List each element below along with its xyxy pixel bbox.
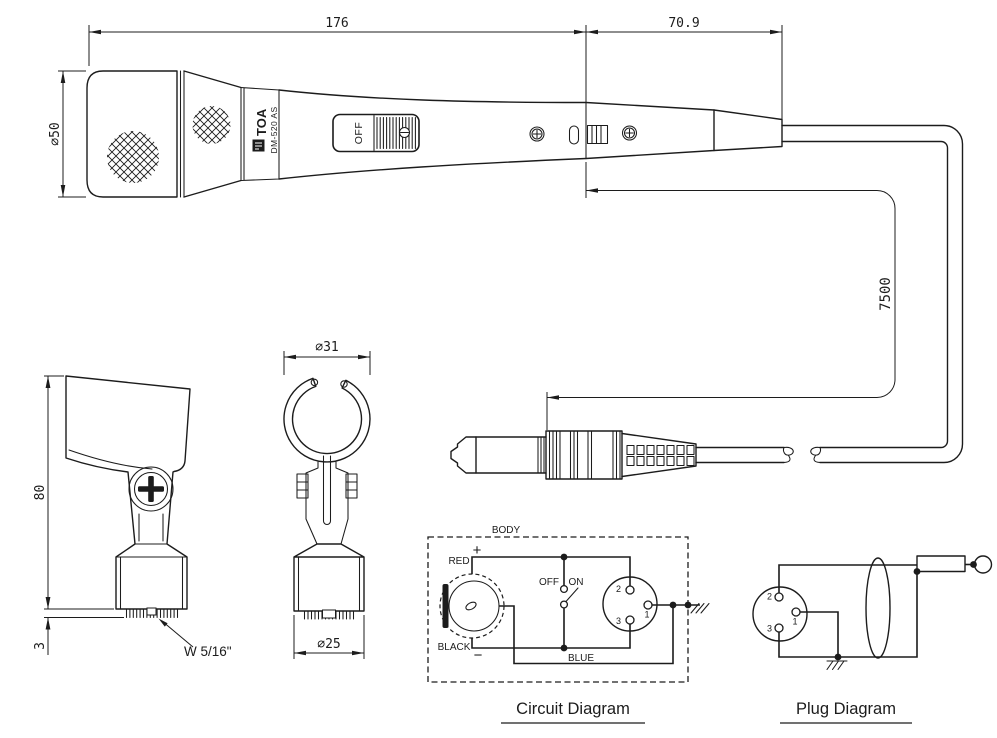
capsule-circle xyxy=(448,580,500,632)
holder-yoke-nuts xyxy=(296,473,358,499)
plug-pin2-label: 2 xyxy=(767,592,772,602)
circuit-xlr-connector: 2 1 3 xyxy=(602,576,658,632)
circuit-ground-icon xyxy=(690,602,710,614)
circuit-body-box xyxy=(427,536,689,683)
plug-cable xyxy=(695,446,785,464)
dim-body-length: 176 xyxy=(325,16,348,31)
dimension-base-diameter: ∅25 xyxy=(293,615,365,659)
mic-power-switch: OFF xyxy=(332,113,420,153)
circuit-minus: − xyxy=(474,647,483,664)
thread-spec-callout: W 5/16" xyxy=(158,618,232,659)
dimension-head-diameter: ∅50 xyxy=(48,70,86,198)
plug-shaft xyxy=(475,436,547,474)
holder-yoke xyxy=(305,461,349,545)
mic-model-text: DM-520 AS xyxy=(269,106,279,153)
capsule-coil xyxy=(465,601,477,611)
capsule-diaphragm xyxy=(442,584,449,628)
holder-clip-ring xyxy=(283,377,371,463)
circuit-diagram-title: Circuit Diagram xyxy=(516,700,630,718)
mic-taper xyxy=(183,70,242,198)
plug-pin1-label: 1 xyxy=(792,617,797,627)
dim-cable-length: 7500 xyxy=(878,277,894,311)
mic-end-cap xyxy=(713,109,783,152)
holder-screw-cross-v xyxy=(148,476,154,502)
wire-shield xyxy=(499,605,674,665)
plug-pin3-label: 3 xyxy=(767,624,772,634)
dimension-cable-length: 7500 xyxy=(546,162,896,430)
dim-holder-thread-height: 3 xyxy=(33,642,48,650)
plug-tip xyxy=(450,436,477,474)
plug-body xyxy=(545,430,623,480)
mic-handle xyxy=(278,89,587,180)
holder-fork-slot xyxy=(322,455,332,526)
plug-symbol-tip xyxy=(973,555,993,574)
plug-wire-shield xyxy=(800,611,839,657)
plug-insulator xyxy=(537,436,545,474)
mic-cable xyxy=(781,124,964,464)
circuit-plus: + xyxy=(473,542,482,559)
mic-head-outline xyxy=(86,70,178,198)
cable-shield-loop xyxy=(865,557,891,659)
cable-break-right xyxy=(810,446,822,464)
holder-front-thread-tab xyxy=(322,609,336,619)
connector-screw xyxy=(621,125,638,141)
mic-handle-screw xyxy=(529,126,545,142)
circuit-off-label: OFF xyxy=(539,577,559,588)
plug-body-ridges xyxy=(548,430,621,480)
circuit-body-label: BODY xyxy=(492,525,521,536)
circuit-pin2-label: 2 xyxy=(616,584,621,594)
dimension-holder-height: 80 3 xyxy=(33,375,124,655)
dim-base-diameter: ∅25 xyxy=(317,637,340,652)
circuit-black-label: BLACK xyxy=(438,642,471,653)
circuit-diagram: BODY + RED BLACK − BLUE OFF ON xyxy=(427,525,710,724)
holder-screw-boss xyxy=(128,466,174,512)
toa-logo-glyph xyxy=(255,142,262,150)
wire-blue xyxy=(471,624,631,649)
circuit-blue-label: BLUE xyxy=(568,653,594,664)
circuit-pin3-label: 3 xyxy=(616,616,621,626)
plug-ground-icon xyxy=(826,660,848,671)
plug-wire-hot xyxy=(778,564,917,593)
cable-break-left xyxy=(782,446,794,464)
circuit-pin1-label: 1 xyxy=(644,610,649,620)
thread-spec-label: W 5/16" xyxy=(184,644,232,659)
plug-xlr-connector: 2 1 3 xyxy=(752,586,808,642)
plug-wire-sleeve xyxy=(778,571,918,658)
mic-connector-module xyxy=(585,101,715,160)
connector-slide-switch xyxy=(586,124,609,145)
dim-connector-length: 70.9 xyxy=(668,16,699,31)
microphone-top-view: TOA DM-520 AS OFF xyxy=(86,70,783,198)
plug-diagram: 2 1 3 Plug Diagram xyxy=(752,555,993,724)
holder-side-thread-tab xyxy=(146,607,157,616)
mic-label-band xyxy=(240,86,280,182)
holder-side-outline xyxy=(65,375,191,610)
plug-symbol-body xyxy=(916,555,966,573)
circuit-on-label: ON xyxy=(569,577,584,588)
holder-front-view xyxy=(283,377,371,620)
mic-grille-hatch-front xyxy=(107,131,159,183)
holder-side-view xyxy=(65,375,191,619)
strain-relief-grid xyxy=(626,444,695,467)
dimension-clip-diameter: ∅31 xyxy=(283,340,371,375)
circuit-switch: OFF ON xyxy=(539,557,584,648)
mic-head-seam xyxy=(179,70,185,198)
capsule-dashed-circle xyxy=(439,573,505,639)
wire-red xyxy=(471,556,631,586)
mic-brand-text: TOA xyxy=(254,108,269,136)
dim-clip-diameter: ∅31 xyxy=(315,340,338,355)
dimension-mic-lengths: 176 70.9 xyxy=(88,16,783,159)
switch-off-text: OFF xyxy=(353,122,365,145)
phone-plug xyxy=(450,430,794,480)
mic-latch xyxy=(568,125,580,145)
mic-grille-hatch-side xyxy=(192,106,231,144)
holder-front-base xyxy=(293,543,365,612)
dim-head-diameter: ∅50 xyxy=(48,122,63,145)
dim-holder-height: 80 xyxy=(33,485,48,501)
plug-diagram-title: Plug Diagram xyxy=(796,700,896,718)
circuit-red-label: RED xyxy=(448,556,469,567)
